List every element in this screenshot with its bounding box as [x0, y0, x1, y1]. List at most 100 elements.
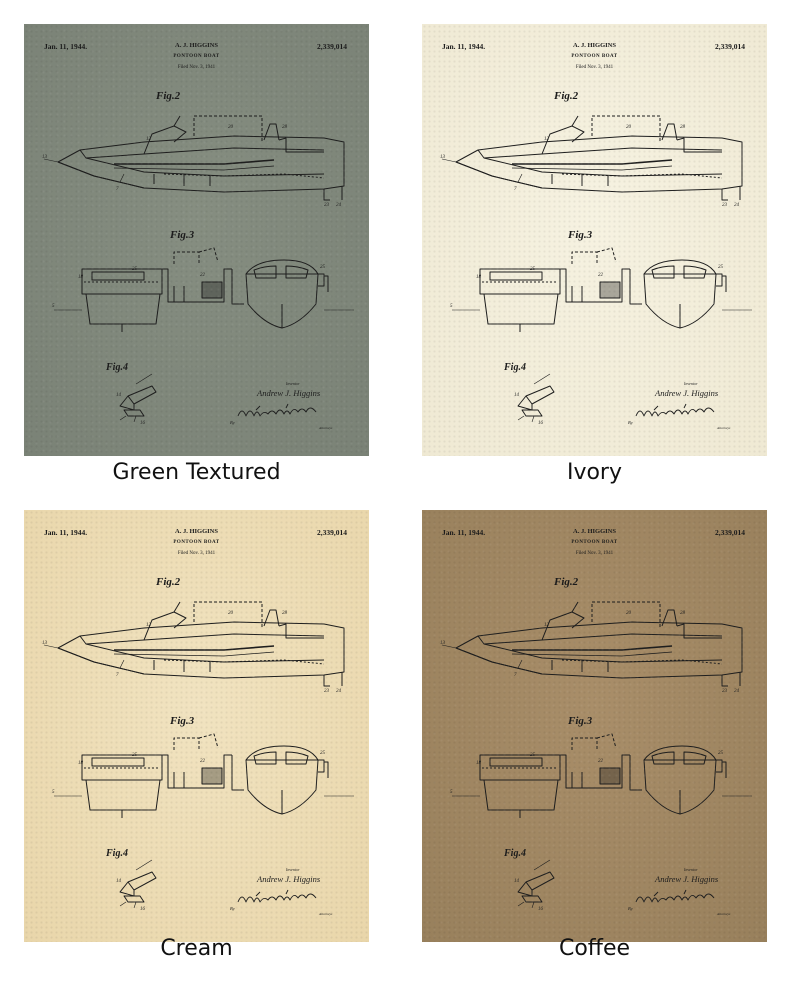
- fig2-label: Fig.2: [156, 576, 181, 588]
- fig2-label: Fig.2: [554, 90, 579, 102]
- svg-text:20: 20: [228, 125, 234, 130]
- fig2-boat-side-view: [43, 601, 345, 687]
- variant-caption: Coffee: [558, 936, 631, 961]
- svg-text:25: 25: [132, 753, 138, 758]
- fig3-cross-section: [54, 733, 354, 818]
- inventor-signature: Andrew J. Higgins: [655, 874, 719, 884]
- attorneys-caption: Attorneys: [319, 912, 333, 916]
- svg-text:25: 25: [132, 267, 138, 272]
- svg-text:18: 18: [476, 761, 482, 766]
- inventor-caption: Inventor: [684, 381, 698, 386]
- svg-text:13: 13: [42, 155, 48, 160]
- print-variant-green-textured[interactable]: 13 7 12 20 28 23 24 25 18 22 25 5 14 16 …: [24, 24, 369, 485]
- svg-text:13: 13: [42, 641, 48, 646]
- patent-number: 2,339,014: [317, 528, 347, 537]
- attorney-signature: [237, 889, 317, 903]
- print-variant-coffee[interactable]: 13 7 12 20 28 23 24 25 18 22 25 5 14 16 …: [422, 510, 767, 961]
- fig2-boat-side-view: [441, 115, 743, 201]
- svg-text:14: 14: [514, 879, 520, 884]
- patent-inventor-name: A. J. HIGGINS: [175, 528, 218, 535]
- svg-text:22: 22: [598, 273, 604, 278]
- fig2-label: Fig.2: [554, 576, 579, 588]
- svg-text:24: 24: [734, 689, 740, 694]
- patent-print: 13 7 12 20 28 23 24 25 18 22 25 5 14 16 …: [422, 24, 767, 456]
- fig2-boat-side-view: [43, 115, 345, 201]
- patent-filed-date: Filed Nov. 3, 1941: [177, 551, 216, 556]
- svg-text:25: 25: [320, 265, 326, 270]
- by-label: By: [628, 906, 633, 911]
- svg-text:16: 16: [538, 907, 544, 912]
- patent-drawing: 13 7 12 20 28 23 24 25 18 22 25 5 14 16: [42, 115, 354, 426]
- svg-text:20: 20: [626, 125, 632, 130]
- svg-text:25: 25: [530, 267, 536, 272]
- patent-title: PONTOON BOAT: [571, 540, 618, 545]
- patent-number: 2,339,014: [317, 42, 347, 51]
- attorneys-caption: Attorneys: [319, 426, 333, 430]
- svg-text:14: 14: [514, 393, 520, 398]
- fig3-label: Fig.3: [170, 229, 195, 241]
- attorney-signature: [635, 403, 715, 417]
- attorneys-caption: Attorneys: [717, 912, 731, 916]
- fig3-label: Fig.3: [170, 715, 195, 727]
- svg-text:7: 7: [116, 187, 119, 192]
- fig3-cross-section: [452, 247, 752, 332]
- svg-text:14: 14: [116, 879, 122, 884]
- svg-text:28: 28: [680, 611, 686, 616]
- fig2-label: Fig.2: [156, 90, 181, 102]
- svg-text:24: 24: [336, 203, 342, 208]
- fig4-label: Fig.4: [106, 362, 128, 373]
- svg-text:16: 16: [538, 421, 544, 426]
- svg-text:25: 25: [320, 751, 326, 756]
- patent-print: 13 7 12 20 28 23 24 25 18 22 25 5 14 16 …: [24, 24, 369, 456]
- print-variant-ivory[interactable]: 13 7 12 20 28 23 24 25 18 22 25 5 14 16 …: [422, 24, 767, 485]
- svg-text:28: 28: [680, 125, 686, 130]
- by-label: By: [230, 906, 235, 911]
- svg-text:14: 14: [116, 393, 122, 398]
- patent-date: Jan. 11, 1944.: [44, 42, 88, 51]
- svg-text:13: 13: [440, 641, 446, 646]
- patent-date: Jan. 11, 1944.: [442, 42, 486, 51]
- patent-title: PONTOON BOAT: [571, 54, 618, 59]
- fig4-label: Fig.4: [504, 362, 526, 373]
- inventor-signature: Andrew J. Higgins: [257, 388, 321, 398]
- variant-caption: Cream: [160, 936, 233, 961]
- fig3-cross-section: [54, 247, 354, 332]
- svg-text:5: 5: [450, 790, 453, 795]
- by-label: By: [230, 420, 235, 425]
- patent-title: PONTOON BOAT: [173, 540, 220, 545]
- svg-text:18: 18: [476, 275, 482, 280]
- patent-drawing: 13 7 12 20 28 23 24 25 18 22 25 5 14 16: [42, 601, 354, 912]
- attorney-signature: [237, 403, 317, 417]
- svg-text:23: 23: [722, 689, 728, 694]
- svg-text:23: 23: [324, 203, 330, 208]
- svg-text:12: 12: [146, 137, 152, 142]
- svg-text:16: 16: [140, 907, 146, 912]
- patent-filed-date: Filed Nov. 3, 1941: [575, 65, 614, 70]
- svg-text:13: 13: [440, 155, 446, 160]
- fig3-cross-section: [452, 733, 752, 818]
- patent-drawing: 13 7 12 20 28 23 24 25 18 22 25 5 14 16: [440, 601, 752, 912]
- patent-date: Jan. 11, 1944.: [44, 528, 88, 537]
- svg-text:22: 22: [200, 759, 206, 764]
- svg-text:28: 28: [282, 125, 288, 130]
- patent-number: 2,339,014: [715, 42, 745, 51]
- fig4-label: Fig.4: [504, 848, 526, 859]
- svg-text:16: 16: [140, 421, 146, 426]
- variant-caption: Ivory: [566, 460, 623, 485]
- patent-number: 2,339,014: [715, 528, 745, 537]
- svg-text:12: 12: [146, 623, 152, 628]
- svg-text:18: 18: [78, 761, 84, 766]
- fig4-detail: [119, 373, 157, 423]
- variant-caption: Green Textured: [112, 460, 281, 485]
- patent-title: PONTOON BOAT: [173, 54, 220, 59]
- print-variant-cream[interactable]: 13 7 12 20 28 23 24 25 18 22 25 5 14 16 …: [24, 510, 369, 961]
- svg-text:22: 22: [598, 759, 604, 764]
- attorney-signature: [635, 889, 715, 903]
- svg-text:5: 5: [52, 304, 55, 309]
- svg-text:28: 28: [282, 611, 288, 616]
- fig4-detail: [517, 859, 555, 909]
- svg-text:12: 12: [544, 623, 550, 628]
- svg-text:7: 7: [514, 187, 517, 192]
- fig4-label: Fig.4: [106, 848, 128, 859]
- svg-text:25: 25: [718, 265, 724, 270]
